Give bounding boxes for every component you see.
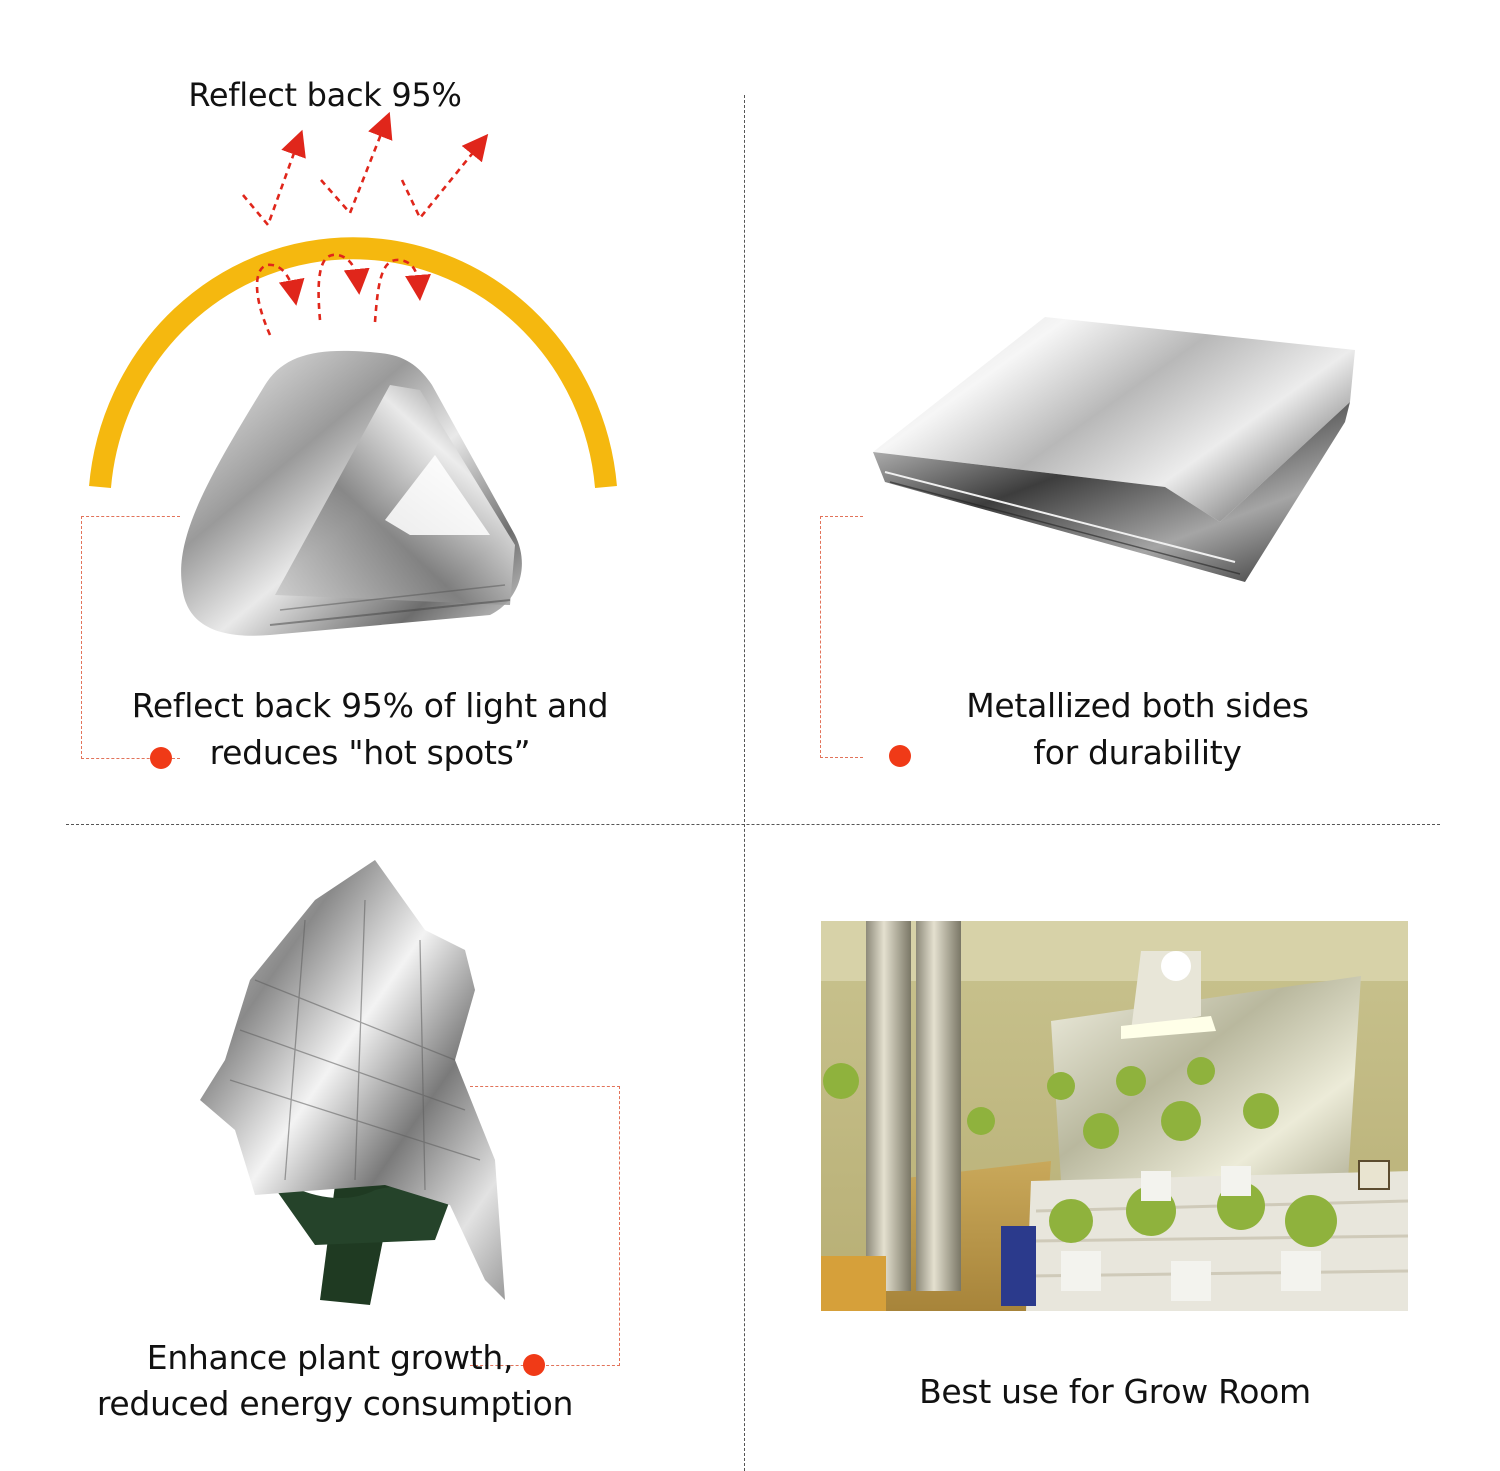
callout-dot-icon — [150, 747, 172, 769]
reflection-diagram — [89, 111, 617, 488]
callout-dot-icon — [889, 745, 911, 767]
flat-film-image — [873, 317, 1355, 582]
grow-room-photo — [821, 921, 1408, 1311]
reflect-caption-line1: Reflect back 95% of light and — [131, 686, 609, 725]
horizontal-divider — [66, 824, 1440, 825]
metallized-caption-line2: for durability — [1033, 733, 1242, 772]
plant-caption-line2: reduced energy consumption — [96, 1384, 574, 1423]
plant-caption-line1: Enhance plant growth, — [146, 1338, 514, 1377]
vertical-divider — [744, 95, 745, 1471]
callout-leader-line — [81, 516, 180, 759]
metallized-caption-line1: Metallized both sides — [966, 686, 1309, 725]
reflected-arrows-icon — [242, 111, 489, 336]
sun-arc-icon — [89, 237, 617, 488]
callout-dot-icon — [523, 1354, 545, 1376]
grow-room-caption: Best use for Grow Room — [919, 1372, 1311, 1411]
folded-film-image — [181, 350, 522, 636]
reflect-heading: Reflect back 95% — [188, 76, 462, 114]
reflect-caption-line2: reduces "hot spots” — [209, 733, 531, 772]
callout-leader-line — [470, 1086, 620, 1366]
callout-leader-line — [820, 516, 863, 758]
plant-cover-image — [200, 860, 505, 1305]
